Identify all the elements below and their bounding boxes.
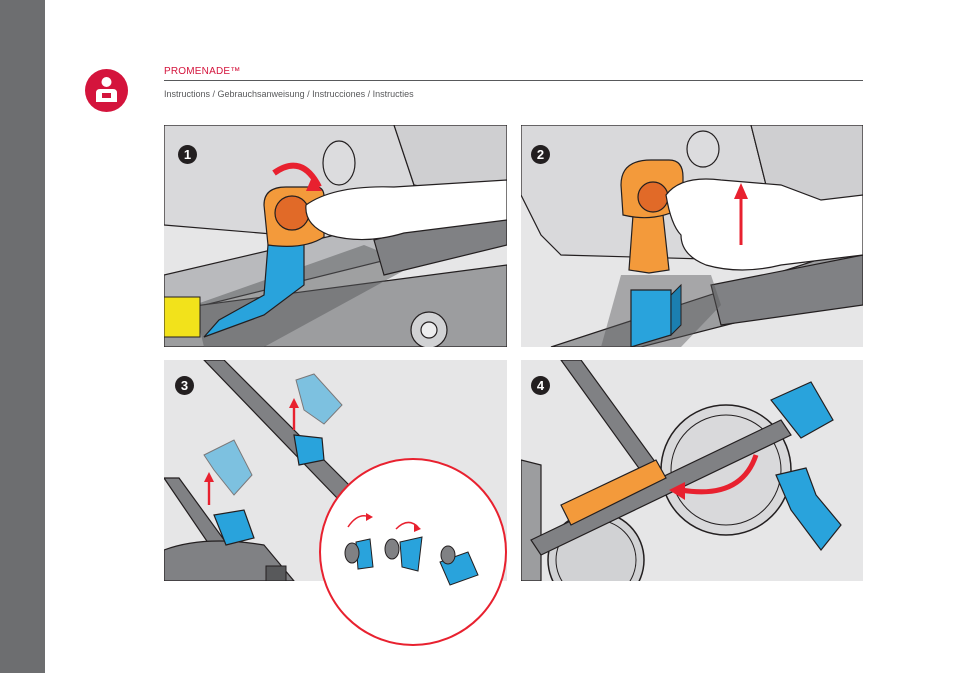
page-subtitle: Instructions / Gebrauchsanweisung / Inst… xyxy=(164,89,414,99)
step-4-illustration: 4 xyxy=(521,360,863,581)
side-bar xyxy=(0,0,45,673)
person-stroller-icon xyxy=(85,69,128,112)
step-3-detail-zoom xyxy=(319,458,507,646)
step-1-illustration: 1 xyxy=(164,125,507,347)
step-2-number: 2 xyxy=(531,145,550,164)
step-4-number: 4 xyxy=(531,376,550,395)
step-3-number: 3 xyxy=(175,376,194,395)
page-title: PROMENADE™ xyxy=(164,66,241,77)
step-1-number: 1 xyxy=(178,145,197,164)
title-divider xyxy=(164,80,863,81)
step-2-illustration: 2 xyxy=(521,125,863,347)
